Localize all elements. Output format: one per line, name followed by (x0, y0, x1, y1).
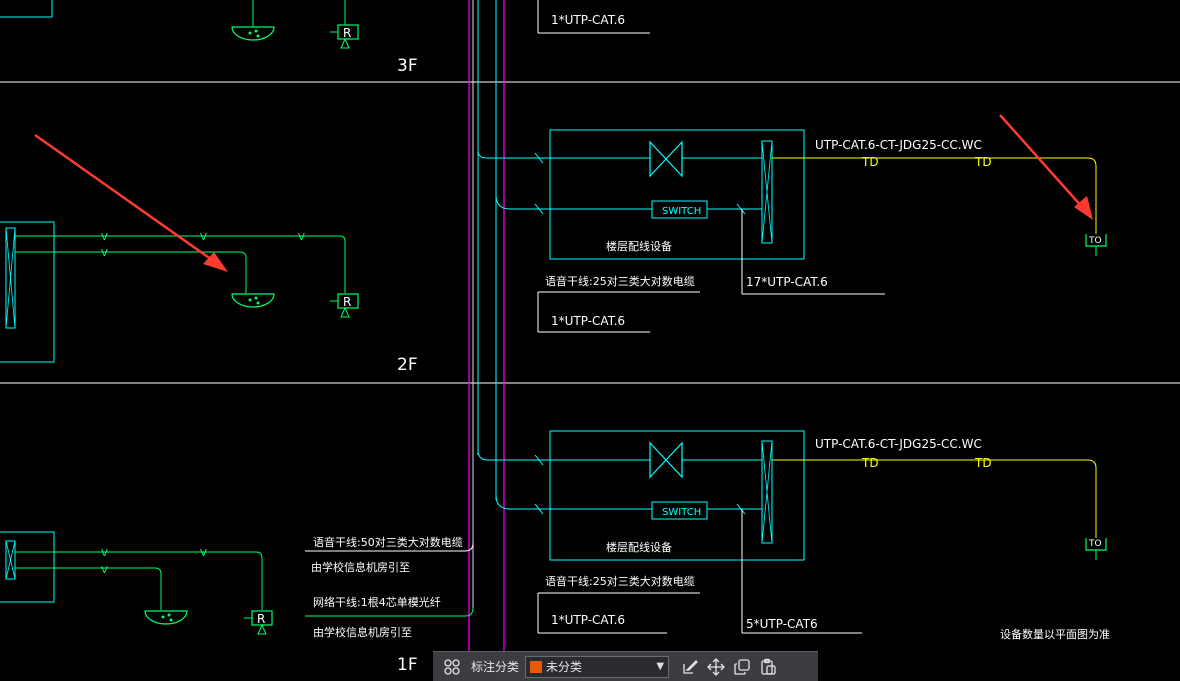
cable-label-3f: 1*UTP-CAT.6 (551, 13, 625, 27)
1f-voice-line-1 (15, 551, 263, 610)
red-arrow-left (34, 133, 228, 272)
tick-mark (534, 503, 544, 515)
tick-mark (736, 503, 746, 515)
r-outlet-icon-2f: R (330, 293, 359, 318)
1f-td-trunk (772, 459, 1097, 538)
td-label: TD (974, 456, 992, 470)
2f-patch-x (761, 140, 773, 244)
v-label: V (101, 565, 108, 576)
svg-text:R: R (343, 295, 351, 309)
1f-trunk-label: UTP-CAT.6-CT-JDG25-CC.WC (815, 437, 982, 451)
2f-patch-panel (761, 140, 773, 244)
2f-cat6-label: 1*UTP-CAT.6 (551, 314, 625, 328)
1f-riser-branch-1 (477, 449, 650, 461)
1f-cable-5-label: 5*UTP-CAT6 (746, 617, 818, 631)
2f-odf-symbol (649, 140, 762, 178)
category-color-swatch (530, 660, 543, 673)
edit-icon[interactable] (677, 654, 703, 680)
2f-voice-line-1 (15, 235, 346, 293)
svg-text:R: R (343, 26, 351, 40)
1f-riser-branch-2 (495, 494, 652, 510)
td-label: TD (974, 155, 992, 169)
grid-icon[interactable] (439, 654, 465, 680)
v-label: V (101, 248, 108, 259)
to-outlet-icon-2f: TO (1085, 234, 1107, 256)
2f-cable-17-label: 17*UTP-CAT.6 (746, 275, 828, 289)
1f-voice-trunk-25-label: 语音干线:25对三类大对数电缆 (545, 574, 695, 588)
v-label: V (298, 232, 305, 243)
tick-mark (534, 454, 544, 466)
1f-patch-panel (761, 440, 773, 544)
1f-floor-dist-label: 楼层配线设备 (606, 540, 672, 554)
move-icon[interactable] (703, 654, 729, 680)
to-outlet-icon-1f: TO (1085, 538, 1107, 560)
paste-icon[interactable] (755, 654, 781, 680)
1f-odf-symbol (649, 441, 762, 479)
2f-riser-branch-1 (477, 149, 650, 159)
chevron-down-icon: ▼ (656, 661, 665, 672)
1f-net-trunk-label: 网络干线:1根4芯单模光纤 (313, 595, 441, 609)
r-outlet-icon-3f: R (330, 0, 359, 49)
speaker-icon-2f (231, 293, 275, 308)
2f-left-box (0, 221, 55, 363)
category-value: 未分类 (546, 660, 583, 674)
svg-text:R: R (257, 612, 265, 626)
floor-label-2f: 2F (397, 355, 418, 375)
2f-left-patch-panel (5, 227, 16, 329)
1f-from-school-label-1: 由学校信息机房引至 (311, 560, 410, 574)
annotation-category-label: 标注分类 (471, 660, 520, 674)
red-arrow-right (999, 114, 1093, 220)
v-label: V (200, 232, 207, 243)
1f-from-school-label-2: 由学校信息机房引至 (313, 625, 412, 639)
2f-left-patch-x (5, 227, 16, 329)
2f-trunk-label: UTP-CAT.6-CT-JDG25-CC.WC (815, 138, 982, 152)
svg-text:TO: TO (1088, 539, 1102, 549)
2f-voice-line-2 (15, 251, 247, 293)
v-label: V (200, 548, 207, 559)
1f-net-trunk-leader (305, 607, 474, 617)
tick-mark (534, 203, 544, 215)
v-label: V (101, 232, 108, 243)
2f-td-trunk (772, 157, 1097, 234)
tick-mark (736, 203, 746, 215)
1f-voice-trunk-label: 语音干线:50对三类大对数电缆 (313, 535, 463, 549)
annotation-category-select[interactable]: 未分类 ▼ (525, 655, 670, 678)
floor-label-3f: 3F (397, 56, 418, 76)
1f-patch-x (761, 440, 773, 544)
td-label: TD (861, 456, 879, 470)
equipment-note: 设备数量以平面图为准 (1000, 627, 1110, 641)
1f-voice-trunk-leader (305, 542, 474, 552)
svg-text:TO: TO (1088, 236, 1102, 246)
copy-icon[interactable] (729, 654, 755, 680)
v-label: V (101, 548, 108, 559)
1f-switch-label: SWITCH (662, 507, 701, 518)
r-outlet-icon-1f: R (244, 610, 273, 635)
speaker-icon-1f (144, 610, 188, 625)
1f-cat6-label: 1*UTP-CAT.6 (551, 613, 625, 627)
2f-floor-distribution-box (549, 129, 805, 260)
td-label: TD (861, 155, 879, 169)
2f-floor-dist-label: 楼层配线设备 (606, 239, 672, 253)
floor-label-1f: 1F (397, 655, 418, 675)
1f-left-patch-x (5, 540, 16, 580)
1f-floor-distribution-box (549, 430, 805, 561)
1f-left-box (0, 531, 55, 603)
annotation-toolbar: 标注分类 未分类 ▼ (433, 651, 818, 681)
speaker-icon-3f (231, 0, 275, 41)
1f-left-patch-panel (5, 540, 16, 580)
2f-riser-branch-2 (495, 194, 652, 210)
1f-switch-box[interactable] (651, 501, 708, 520)
2f-switch-label: SWITCH (662, 206, 701, 217)
1f-voice-line-2 (15, 567, 162, 610)
2f-voice-trunk-label: 语音干线:25对三类大对数电缆 (545, 274, 695, 288)
tick-mark (534, 152, 544, 164)
